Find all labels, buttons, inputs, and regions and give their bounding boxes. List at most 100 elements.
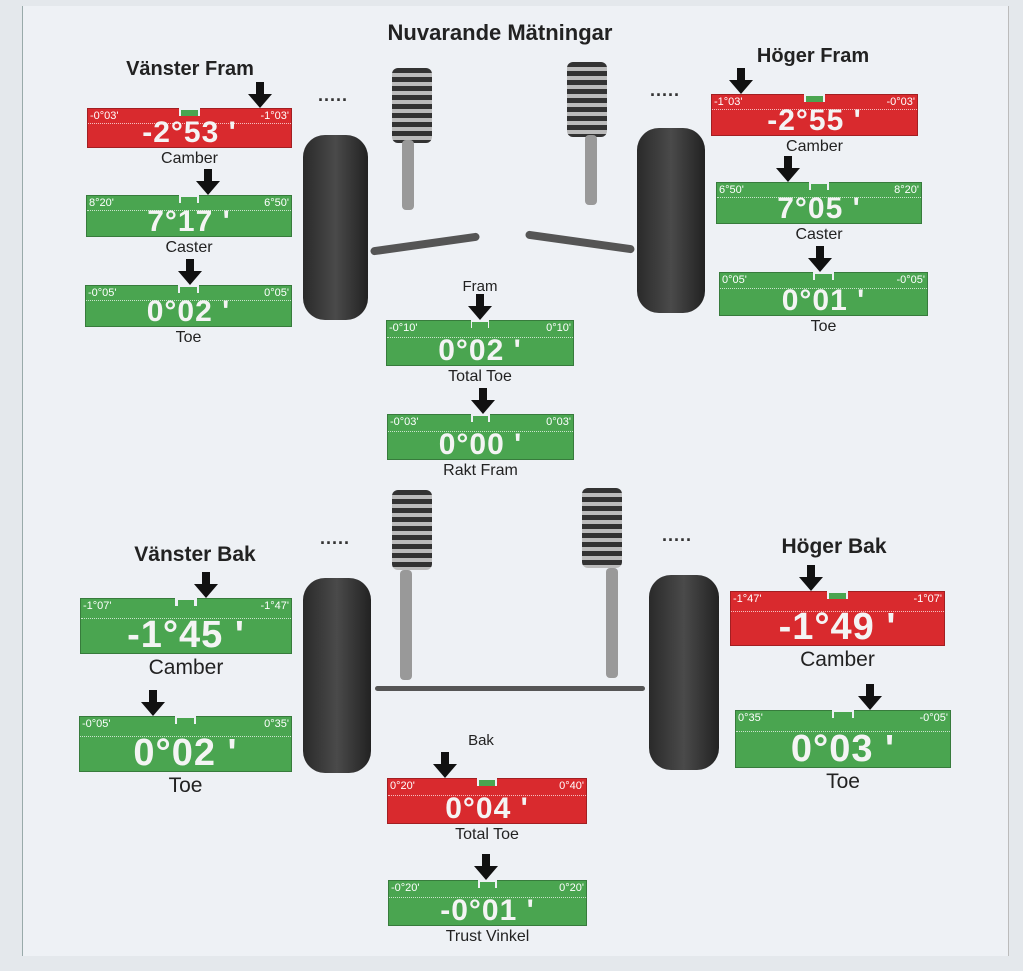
gauge-min: -0°05' [82,718,111,730]
gauge-value: -2°53 ' [142,116,237,149]
gauge-label: Camber [148,656,224,679]
gauge-front-total-toe: -0°10' 0°10' 0°02 ' Total Toe [386,294,574,385]
gauge-label: Caster [795,226,843,243]
gauge-rf-toe: 0°05' -0°05' 0°01 ' Toe [719,246,928,335]
gauge-max: 0°03' [546,416,571,428]
gauge-bar [735,710,951,768]
tolerance-notch [178,194,200,203]
gauge-max: 8°20' [894,184,919,196]
tolerance-notch [826,590,849,599]
gauge-lr-camber: -1°07' -1°47' -1°45 ' Camber [80,572,292,679]
section-front: Fram [462,278,498,295]
gauge-max: 0°10' [546,322,571,334]
gauge-max: -1°47' [260,600,289,612]
rear-tie-rod [375,686,645,691]
indicator-arrow-icon [178,259,202,285]
gauge-rf-caster: 6°50' 8°20' 7°05 ' Caster [716,156,922,243]
tolerance-notch [175,597,197,606]
gauge-lf-camber: -0°03' -1°03' -2°53 ' Camber [87,82,292,167]
tolerance-notch [477,879,498,888]
gauge-value: -1°45 ' [127,614,245,656]
indicator-arrow-icon [474,854,498,880]
gauge-min: 0°20' [390,780,415,792]
gauge-rr-camber: -1°47' -1°07' -1°49 ' Camber [730,565,945,671]
dots: ..... [318,85,349,105]
gauge-max: 6°50' [264,197,289,209]
gauge-max: -0°05' [896,274,925,286]
tolerance-notch [804,93,825,102]
indicator-arrow-icon [433,752,457,778]
tolerance-notch [470,319,490,328]
tolerance-notch [174,715,197,724]
gauge-value: 0°03 ' [790,728,896,770]
indicator-arrow-icon [248,82,272,108]
indicator-arrow-icon [729,68,753,94]
gauge-max: 0°40' [559,780,584,792]
front-left-strut [402,140,414,210]
dots: ..... [320,528,351,548]
gauge-lf-toe: -0°05' 0°05' 0°02 ' Toe [85,259,292,346]
gauge-label: Camber [786,138,843,155]
tolerance-notch [832,709,854,718]
rear-left-spring [392,490,432,570]
gauge-max: 0°20' [559,882,584,894]
front-right-tire [637,128,705,313]
front-left-spring [392,68,432,143]
gauge-value: 0°01 ' [781,284,866,317]
page-title: Nuvarande Mätningar [387,20,613,45]
rear-right-spring [582,488,622,568]
gauge-value: 7°05 ' [777,192,861,225]
gauge-value: 0°04 ' [445,792,529,825]
gauge-value: 0°02 ' [438,334,522,367]
gauge-label: Toe [175,329,202,346]
tolerance-notch [813,271,834,280]
section-rear: Bak [468,732,494,749]
gauge-min: -1°07' [83,600,112,612]
gauge-label: Toe [168,774,203,797]
gauge-value: 7°17 ' [147,205,231,238]
tolerance-notch [471,413,490,422]
gauge-value: 0°02 ' [133,732,238,774]
gauge-min: -0°03' [90,110,119,122]
gauge-min: 8°20' [89,197,114,209]
rear-left-strut [400,570,412,680]
front-right-strut [585,135,597,205]
indicator-arrow-icon [194,572,218,598]
gauge-max: -1°07' [913,593,942,605]
gauge-max: -0°03' [886,96,915,108]
gauge-value: 0°00 ' [438,428,523,461]
gauge-label: Trust Vinkel [445,928,530,945]
gauge-rr-toe: 0°35' -0°05' 0°03 ' Toe [735,684,951,793]
gauge-max: 0°35' [264,718,289,730]
gauge-min: 6°50' [719,184,744,196]
front-right-spring [567,62,607,137]
gauge-thrust-angle: -0°20' 0°20' -0°01 ' Trust Vinkel [388,854,587,945]
gauge-label: Total Toe [448,368,512,385]
section-right-front: Höger Fram [756,45,870,67]
gauge-min: -0°05' [88,287,117,299]
rear-left-tire [303,578,371,773]
gauge-min: -1°47' [733,593,762,605]
gauge-lf-caster: 8°20' 6°50' 7°17 ' Caster [86,169,292,256]
gauge-value: -2°55 ' [767,104,862,137]
indicator-arrow-icon [471,388,495,414]
indicator-arrow-icon [468,294,492,320]
gauge-min: -0°20' [391,882,420,894]
gauge-rf-camber: -1°03' -0°03' -2°55 ' Camber [711,68,918,155]
gauge-label: Toe [810,318,837,335]
gauge-rear-total-toe: 0°20' 0°40' 0°04 ' Total Toe [387,752,587,843]
gauge-min: -0°10' [389,322,418,334]
indicator-arrow-icon [808,246,832,272]
gauge-max: -1°03' [260,110,289,122]
gauge-label: Camber [800,648,875,671]
gauge-lr-toe: -0°05' 0°35' 0°02 ' Toe [79,690,292,797]
gauge-value: 0°02 ' [146,295,231,328]
section-left-front: Vänster Fram [126,58,254,80]
section-left-rear: Vänster Bak [134,543,256,566]
gauge-label: Total Toe [455,826,519,843]
dots: ..... [662,525,693,545]
gauge-bar [79,716,292,772]
gauge-min: -0°03' [390,416,419,428]
indicator-arrow-icon [776,156,800,182]
gauge-value: -0°01 ' [440,894,535,927]
